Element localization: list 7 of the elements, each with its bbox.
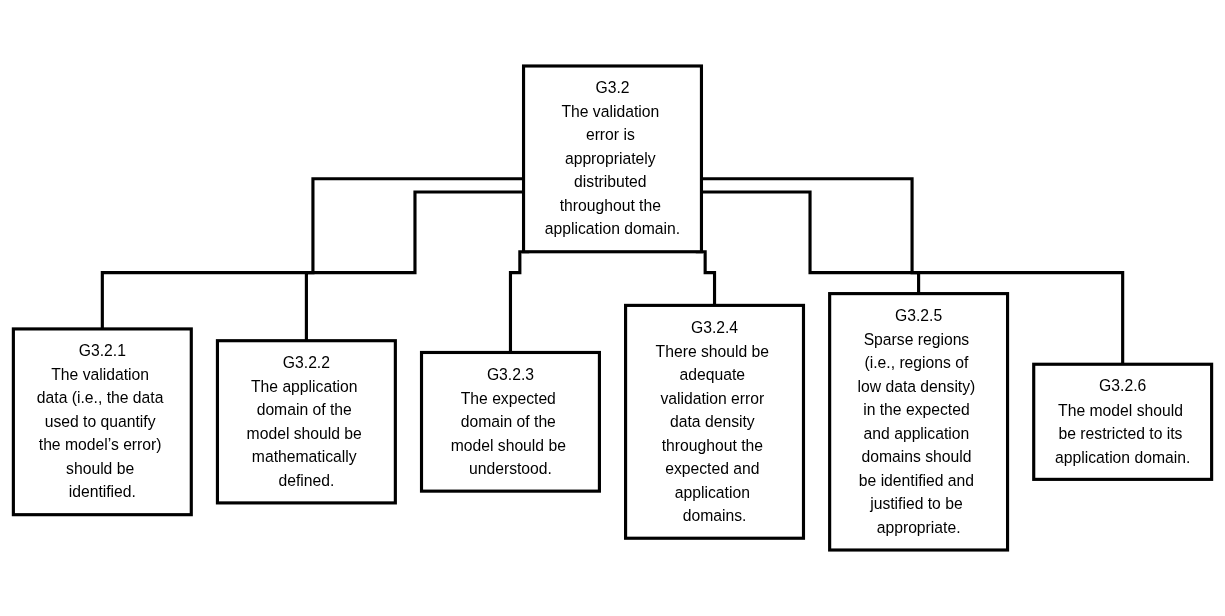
node-box: G3.2 The validation error is appropriately distributed throughout the application domain. — [521, 64, 704, 254]
node-box: G3.2.1 The validation data (i.e., the data used to quantify the model’s error) should be identified. — [11, 327, 193, 517]
node-box: G3.2.6 The model should be restricted to its application domain. — [1032, 362, 1214, 481]
node-box: G3.2.2 The application domain of the model should be mathematically defined. — [215, 339, 397, 505]
node-box: G3.2.4 There should be adequate validation error data density throughout the expected and application domains. — [624, 303, 806, 540]
node-box: G3.2.3 The expected domain of the model should be understood. — [419, 350, 601, 493]
node-box: G3.2.5 Sparse regions (i.e., regions of low data density) in the expected and application domains should be identified and justified to be appropriate. — [828, 292, 1010, 552]
